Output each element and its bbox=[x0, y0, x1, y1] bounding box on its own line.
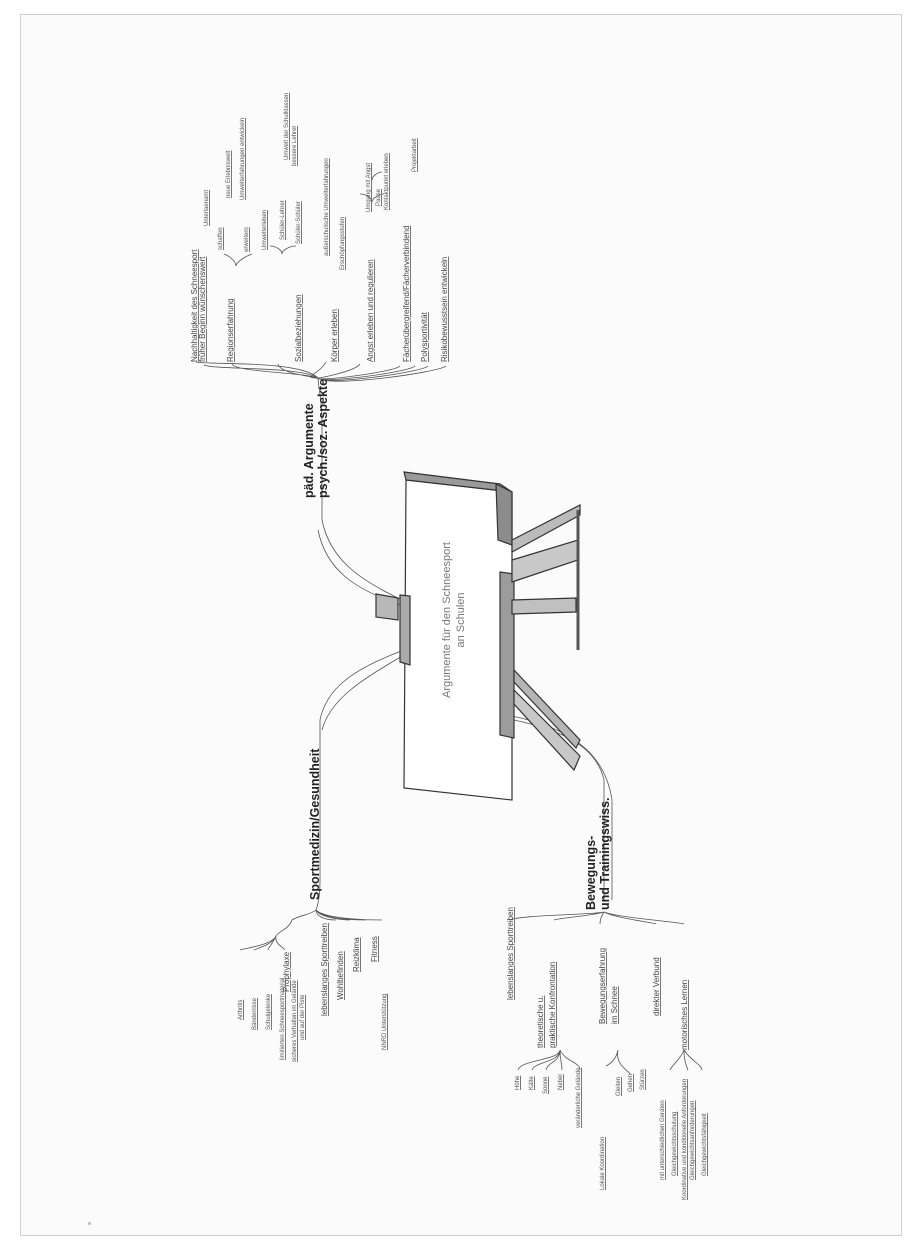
bewegung-item: Nebel bbox=[558, 1074, 564, 1090]
sport-item: NNRD Unterstützung bbox=[382, 994, 388, 1050]
bewegung-item: Gehen bbox=[628, 1074, 634, 1092]
paed-item: Polysportivität bbox=[420, 312, 429, 362]
bewegung-item: Kälte bbox=[529, 1076, 535, 1090]
sport-item: Wohlbefinden bbox=[336, 951, 345, 1000]
leg-mid bbox=[512, 598, 576, 614]
paed-item: früher Beginn wünschenswert bbox=[198, 257, 207, 362]
board-left-bar bbox=[400, 595, 410, 665]
paed-item: schaffen bbox=[218, 227, 224, 250]
bewegung-item: lebenslanges Sporttreiben bbox=[506, 907, 515, 1000]
central-board bbox=[376, 472, 580, 800]
paed-item: Fächerübergreifend/Fächerverbindend bbox=[402, 225, 411, 362]
paed-item: Schüler-Lehrer bbox=[280, 200, 286, 240]
sport-item: Reizklima bbox=[352, 937, 361, 972]
branch-sport-label: Sportmedizin/Gesundheit bbox=[308, 749, 322, 900]
branch-bewegung-line1: Bewegungs- bbox=[584, 797, 598, 910]
paed-item: Umwelterleben bbox=[262, 210, 268, 250]
bewegung-item: veränderliche Gelände bbox=[576, 1068, 582, 1128]
paed-item: Risikobewusstsein entwickeln bbox=[440, 257, 449, 362]
fan-bewegung bbox=[510, 912, 684, 924]
paed-item: bessere Lehrer bbox=[292, 126, 298, 166]
paed-item: Umwelterfahrungen entwickeln bbox=[240, 118, 246, 200]
paed-item: Kontaktpunkt erleben bbox=[384, 153, 390, 210]
bewegung-item: Bewegungserfahrung bbox=[598, 948, 607, 1024]
branch-paed-line2: psych./soz. Aspekte bbox=[316, 379, 330, 498]
sport-item: limitierten Schneesportmaterial bbox=[280, 978, 286, 1060]
sport-item: und auf der Piste bbox=[300, 995, 306, 1040]
sport-item: Bänderrisse bbox=[252, 998, 258, 1030]
center-line2: an Schulen bbox=[454, 500, 468, 740]
bewegung-item: Gleichgewichtsschulung bbox=[672, 1112, 678, 1176]
paed-item: Regionserfahrung bbox=[226, 298, 235, 362]
paed-item: neue Erlebniswelt bbox=[226, 151, 232, 198]
trunk-sport-2 bbox=[322, 654, 406, 730]
paed-item: Projektarbeit bbox=[412, 138, 418, 172]
branch-bewegung-line2: und Trainingswiss. bbox=[598, 797, 612, 910]
branch-paed-line1: päd. Argumente bbox=[302, 379, 316, 498]
bewegung-item: direkter Verbund bbox=[652, 957, 661, 1016]
paed-item: erweitern bbox=[244, 227, 250, 252]
center-line1: Argumente für den Schneesport bbox=[440, 500, 454, 740]
paed-item: Umgang mit Angst bbox=[366, 163, 372, 212]
bewegung-item: Koordinative und konditionelle Anforderu… bbox=[682, 1079, 688, 1200]
bewegung-item: Gleichgewichtsfähigkeit bbox=[702, 1113, 708, 1176]
paed-item: Sozialbeziehungen bbox=[294, 294, 303, 362]
paed-item: Erschöpfungsstufen bbox=[340, 217, 346, 270]
sport-item: lebenslanges Sporttreiben bbox=[320, 923, 329, 1016]
sport-item: Arthritis bbox=[238, 1000, 244, 1020]
bewegung-item: Sonne bbox=[543, 1077, 549, 1094]
bewegung-item: Gleiten bbox=[616, 1077, 622, 1096]
bewegung-item: im Schnee bbox=[610, 986, 619, 1024]
fan-sport-sub bbox=[240, 920, 292, 950]
bewegung-item: Gleichgewichtsanforderungen bbox=[690, 1101, 696, 1180]
bewegung-item: Stürzen bbox=[640, 1069, 646, 1090]
bewegung-item: mit unterschiedlichen Geräten bbox=[660, 1100, 666, 1180]
paed-item: Unterlaenamt bbox=[204, 190, 210, 226]
paed-item: Körper erleben bbox=[330, 309, 339, 362]
sport-item: Fitness bbox=[370, 936, 379, 962]
sport-item: sicheres Verhalten im Gelände bbox=[292, 980, 298, 1062]
bewegung-item: Lokale Koordination bbox=[600, 1137, 606, 1190]
trunk-sport bbox=[316, 650, 404, 910]
fan-sport bbox=[292, 910, 382, 920]
fan-bewegung-sub bbox=[518, 1050, 702, 1074]
paed-item: Angst erleben und regulieren bbox=[366, 259, 375, 362]
paed-item: Pause bbox=[376, 189, 382, 206]
bewegung-item: Höhe bbox=[515, 1076, 521, 1090]
bewegung-item: motorisches Lernen bbox=[680, 980, 689, 1050]
bewegung-item: theoretische u. bbox=[536, 996, 545, 1048]
bewegung-item: praktische Konfrontation bbox=[548, 962, 557, 1048]
board-right-bar bbox=[500, 572, 514, 738]
scan-dot bbox=[88, 1222, 91, 1225]
paed-item: Schüler-Schüler bbox=[296, 201, 302, 244]
trunk-paed bbox=[318, 378, 402, 600]
paed-item: Umwelt der Schulklassen bbox=[284, 93, 290, 160]
paed-item: außerschulische Umwelterfahrungen bbox=[324, 158, 330, 256]
sport-item: Schulgelenke bbox=[266, 994, 272, 1030]
